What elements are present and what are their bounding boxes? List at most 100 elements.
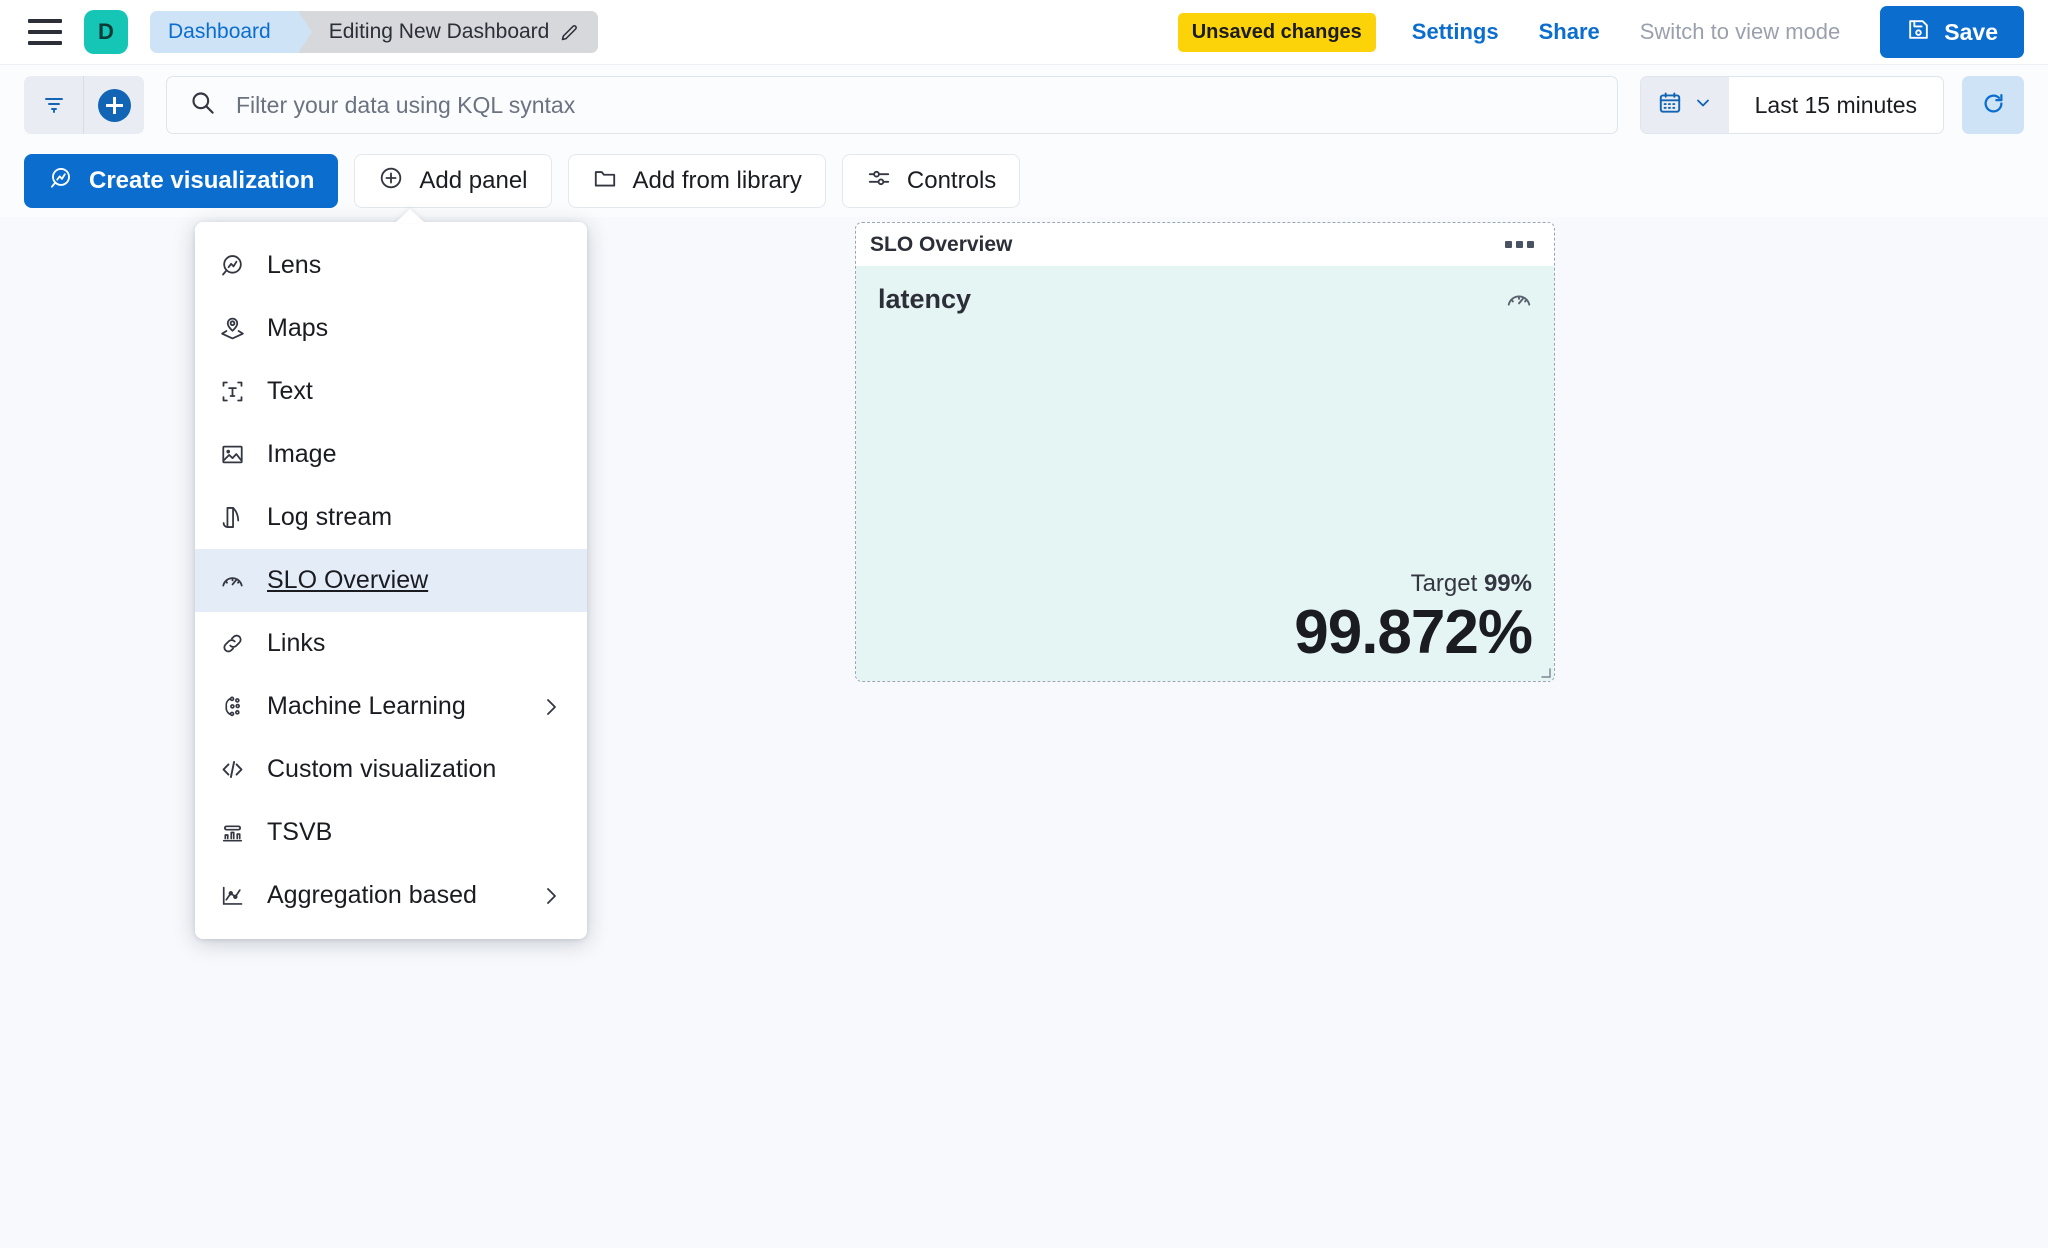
- slo-target-value: 99%: [1483, 569, 1532, 597]
- plus-circle-icon: [97, 88, 131, 122]
- chevron-right-icon: [539, 695, 563, 719]
- time-picker: Last 15 minutes: [1639, 76, 1944, 134]
- menu-item-label: Lens: [267, 251, 322, 279]
- gauge-icon: [1504, 284, 1534, 319]
- breadcrumb-dashboard[interactable]: Dashboard: [150, 11, 312, 53]
- hamburger-bar: [28, 19, 62, 23]
- panel-title: SLO Overview: [870, 232, 1013, 256]
- menu-item-tsvb[interactable]: TSVB: [195, 801, 587, 864]
- slo-current-value: 99.872%: [1294, 597, 1533, 667]
- space-avatar[interactable]: D: [84, 10, 128, 54]
- filter-options-button[interactable]: [24, 76, 84, 134]
- menu-item-log-stream[interactable]: Log stream: [195, 486, 587, 549]
- slo-name: latency: [878, 284, 972, 314]
- add-filter-button[interactable]: [84, 76, 144, 134]
- app-header: D Dashboard Editing New Dashboard Unsave…: [0, 0, 2048, 65]
- query-bar: Filter your data using KQL syntax Last 1…: [0, 65, 2048, 145]
- machine-learning-icon: [218, 692, 247, 721]
- log-stream-icon: [218, 503, 247, 532]
- pencil-icon[interactable]: [559, 22, 580, 43]
- folder-icon: [592, 165, 618, 198]
- sliders-icon: [866, 165, 892, 198]
- search-input-placeholder: Filter your data using KQL syntax: [236, 91, 576, 118]
- menu-item-label: Custom visualization: [267, 755, 497, 783]
- maps-pin-layers-icon: [218, 314, 247, 343]
- menu-item-links[interactable]: Links: [195, 612, 587, 675]
- search-icon: [189, 89, 216, 121]
- menu-item-image[interactable]: Image: [195, 423, 587, 486]
- menu-item-label: Machine Learning: [267, 692, 466, 720]
- chevron-down-icon: [1693, 93, 1713, 118]
- calendar-icon: [1657, 90, 1683, 121]
- add-from-library-button[interactable]: Add from library: [567, 154, 826, 208]
- slo-target-label: Target: [1410, 569, 1478, 597]
- slo-metrics: Target 99% 99.872%: [878, 570, 1533, 667]
- header-actions: Unsaved changes Settings Share Switch to…: [1177, 6, 2024, 58]
- breadcrumb-dashboard-label: Dashboard: [168, 20, 271, 43]
- menu-item-label: SLO Overview: [267, 566, 429, 594]
- create-visualization-label: Create visualization: [89, 167, 315, 194]
- menu-item-custom-visualization[interactable]: Custom visualization: [195, 738, 587, 801]
- filter-controls: [24, 76, 144, 134]
- panel-context-menu-icon[interactable]: [1499, 235, 1540, 254]
- refresh-button[interactable]: [1962, 76, 2024, 134]
- plus-circle-icon: [378, 165, 404, 198]
- add-from-library-label: Add from library: [632, 167, 802, 194]
- slo-target: Target 99%: [878, 570, 1532, 598]
- share-link[interactable]: Share: [1538, 19, 1600, 44]
- menu-item-lens[interactable]: Lens: [195, 234, 587, 297]
- dashboard-toolbar: Create visualization Add panel Add from …: [0, 145, 2048, 217]
- add-panel-button[interactable]: Add panel: [354, 154, 552, 208]
- lens-icon: [218, 251, 247, 280]
- controls-label: Controls: [906, 167, 997, 194]
- date-quick-select-button[interactable]: [1640, 77, 1729, 133]
- lens-icon: [48, 165, 74, 198]
- hamburger-bar: [28, 30, 62, 34]
- chevron-right-icon: [539, 884, 563, 908]
- text-box-icon: [218, 377, 247, 406]
- breadcrumb-current[interactable]: Editing New Dashboard: [298, 11, 599, 53]
- tsvb-bars-icon: [218, 818, 247, 847]
- hamburger-bar: [28, 41, 62, 45]
- create-visualization-button[interactable]: Create visualization: [24, 154, 339, 208]
- hamburger-menu-icon[interactable]: [28, 19, 62, 45]
- add-panel-label: Add panel: [419, 167, 528, 194]
- menu-item-aggregation-based[interactable]: Aggregation based: [195, 864, 587, 927]
- menu-item-machine-learning[interactable]: Machine Learning: [195, 675, 587, 738]
- gauge-icon: [218, 566, 247, 595]
- panel-header: SLO Overview: [856, 223, 1554, 266]
- menu-item-label: Maps: [267, 314, 329, 342]
- search-input[interactable]: Filter your data using KQL syntax: [166, 76, 1618, 134]
- slo-panel-body: latency Target 99% 99.872%: [856, 266, 1554, 681]
- menu-item-label: Links: [267, 629, 326, 657]
- menu-item-text[interactable]: Text: [195, 360, 587, 423]
- link-chain-icon: [218, 629, 247, 658]
- breadcrumb: Dashboard Editing New Dashboard: [150, 11, 599, 53]
- menu-item-label: Image: [267, 440, 337, 468]
- image-icon: [218, 440, 247, 469]
- add-panel-menu: Lens Maps Text: [195, 209, 587, 939]
- dashboard-canvas: Lens Maps Text: [0, 209, 2048, 1248]
- save-button-label: Save: [1944, 18, 1998, 45]
- aggregation-icon: [218, 881, 247, 910]
- menu-item-label: Text: [267, 377, 313, 405]
- menu-item-label: Log stream: [267, 503, 393, 531]
- code-tags-icon: [218, 755, 247, 784]
- save-button[interactable]: Save: [1880, 6, 2024, 58]
- switch-to-view-mode-link[interactable]: Switch to view mode: [1639, 19, 1841, 44]
- menu-item-label: TSVB: [267, 818, 333, 846]
- settings-link[interactable]: Settings: [1411, 19, 1499, 44]
- menu-item-label: Aggregation based: [267, 881, 477, 909]
- save-disk-icon: [1906, 17, 1931, 48]
- slo-overview-panel[interactable]: SLO Overview latency Target 99% 99.872%: [855, 222, 1555, 682]
- menu-item-slo-overview[interactable]: SLO Overview: [195, 549, 587, 612]
- menu-item-maps[interactable]: Maps: [195, 297, 587, 360]
- time-range-value[interactable]: Last 15 minutes: [1754, 91, 1917, 118]
- resize-handle-icon[interactable]: [1537, 664, 1551, 678]
- filter-icon: [42, 92, 66, 119]
- refresh-icon: [1980, 90, 2007, 120]
- breadcrumb-current-label: Editing New Dashboard: [328, 20, 550, 43]
- controls-button[interactable]: Controls: [841, 154, 1021, 208]
- popover-arrow: [395, 209, 425, 223]
- unsaved-changes-badge[interactable]: Unsaved changes: [1177, 12, 1376, 52]
